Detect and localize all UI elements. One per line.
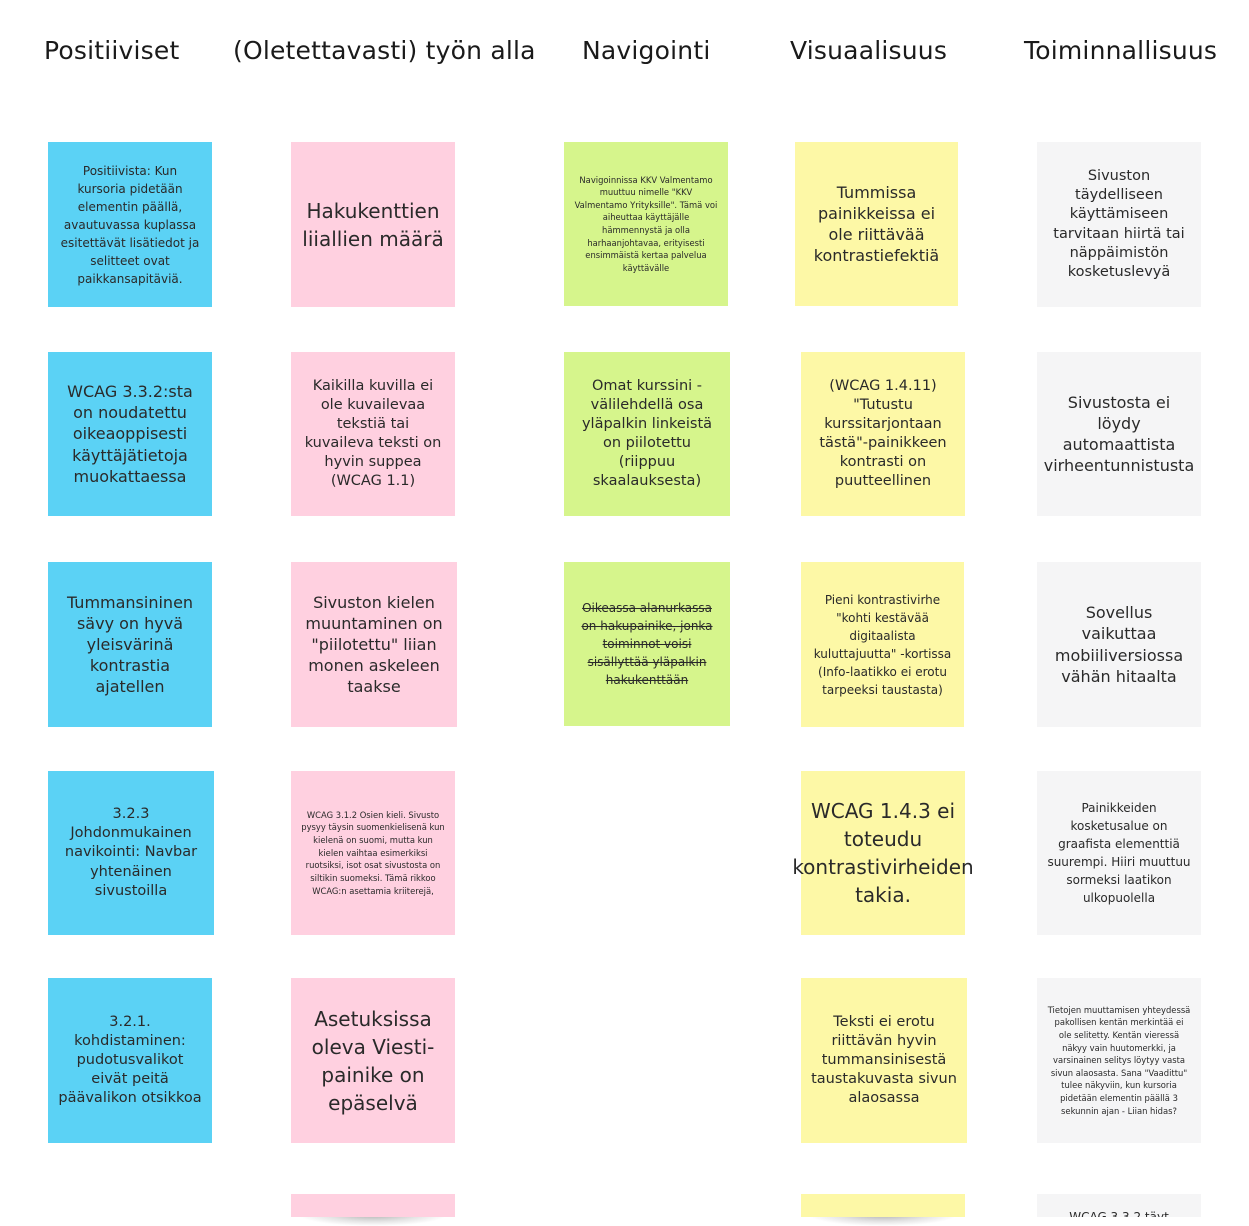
sticky-note-visual[interactable]: Pieni kontrastivirhe "kohti kestävää dig… — [801, 562, 964, 736]
sticky-note-in-progress[interactable]: Sivuston kielen muuntaminen on "piilotet… — [291, 562, 457, 736]
note-text: WCAG 3.3.2 täyt — [1069, 1210, 1169, 1217]
note-text: Asetuksissa oleva Viesti-painike on epäs… — [311, 1006, 435, 1115]
column-header-visual: Visuaalisuus — [790, 36, 948, 65]
sticky-note-in-progress[interactable]: WCAG 3.1.2 Osien kieli. Sivusto pysyy tä… — [291, 771, 455, 944]
sticky-note-positive[interactable]: Tummansininen sävy on hyvä yleisvärinä k… — [48, 562, 212, 736]
note-text: Sivustosta ei löydy automaattista virhee… — [1043, 392, 1195, 476]
column-header-functionality: Toiminnallisuus — [1024, 36, 1218, 65]
note-text: 3.2.1. kohdistaminen: pudotusvalikot eiv… — [58, 1013, 202, 1107]
column-header-navigation: Navigointi — [582, 36, 711, 65]
column-header-positive: Positiiviset — [44, 36, 180, 65]
note-text: Painikkeiden kosketusalue on graafista e… — [1047, 801, 1191, 905]
column-header-in-progress: (Oletettavasti) työn alla — [233, 36, 536, 65]
note-text: Positiivista: Kun kursoria pidetään elem… — [60, 163, 200, 286]
sticky-note-visual[interactable] — [801, 1194, 965, 1226]
note-text: Tummissa painikkeissa ei ole riittävää k… — [813, 182, 940, 266]
note-text: Sivuston täydelliseen käyttämiseen tarvi… — [1053, 168, 1185, 280]
sticky-note-visual[interactable]: (WCAG 1.4.11) "Tutustu kurssitarjontaan … — [801, 352, 965, 525]
sticky-note-navigation[interactable]: Oikeassa alanurkassa on hakupainike, jon… — [564, 562, 730, 735]
sticky-note-in-progress[interactable] — [291, 1194, 455, 1226]
note-text: WCAG 3.1.2 Osien kieli. Sivusto pysyy tä… — [301, 809, 445, 896]
note-text: WCAG 1.4.3 ei toteudu kontrastivirheiden… — [792, 799, 974, 907]
note-text: Sovellus vaikuttaa mobiiliversiossa vähä… — [1054, 603, 1184, 686]
sticky-note-visual[interactable]: Tummissa painikkeissa ei ole riittävää k… — [795, 142, 958, 315]
sticky-note-functionality[interactable]: Sivustosta ei löydy automaattista virhee… — [1037, 352, 1201, 525]
note-text: Tummansininen sävy on hyvä yleisvärinä k… — [66, 592, 194, 697]
note-text: Navigoinnissa KKV Valmentamo muuttuu nim… — [574, 174, 718, 273]
sticky-note-positive[interactable]: 3.2.1. kohdistaminen: pudotusvalikot eiv… — [48, 978, 212, 1152]
note-text: 3.2.3 Johdonmukainen navikointi: Navbar … — [64, 806, 198, 899]
sticky-note-in-progress[interactable]: Kaikilla kuvilla ei ole kuvailevaa tekst… — [291, 352, 455, 525]
note-text: Omat kurssini -välilehdellä osa yläpalki… — [581, 377, 713, 490]
sticky-note-in-progress[interactable]: Hakukenttien liiallien määrä — [291, 142, 455, 316]
note-text: WCAG 3.3.2:sta on noudatettu oikeaoppise… — [67, 382, 193, 486]
note-text: Tietojen muuttamisen yhteydessä pakollis… — [1047, 1004, 1191, 1116]
note-text: Sivuston kielen muuntaminen on "piilotet… — [305, 592, 443, 697]
note-text: Pieni kontrastivirhe "kohti kestävää dig… — [813, 592, 952, 697]
note-text: (WCAG 1.4.11) "Tutustu kurssitarjontaan … — [819, 377, 947, 490]
sticky-note-functionality[interactable]: WCAG 3.3.2 täyt — [1037, 1194, 1201, 1217]
sticky-note-functionality[interactable]: Painikkeiden kosketusalue on graafista e… — [1037, 771, 1201, 944]
note-text: Oikeassa alanurkassa on hakupainike, jon… — [581, 601, 713, 687]
note-text: Kaikilla kuvilla ei ole kuvailevaa tekst… — [304, 377, 442, 490]
sticky-note-positive[interactable]: WCAG 3.3.2:sta on noudatettu oikeaoppise… — [48, 352, 212, 525]
note-text: Hakukenttien liiallien määrä — [302, 198, 444, 251]
sticky-note-navigation[interactable]: Omat kurssini -välilehdellä osa yläpalki… — [564, 352, 730, 525]
sticky-note-functionality[interactable]: Tietojen muuttamisen yhteydessä pakollis… — [1037, 978, 1201, 1152]
sticky-note-visual[interactable]: Teksti ei erotu riittävän hyvin tummansi… — [801, 978, 967, 1152]
sticky-note-positive[interactable]: 3.2.3 Johdonmukainen navikointi: Navbar … — [48, 771, 214, 944]
sticky-note-in-progress[interactable]: Asetuksissa oleva Viesti-painike on epäs… — [291, 978, 455, 1152]
sticky-note-positive[interactable]: Positiivista: Kun kursoria pidetään elem… — [48, 142, 212, 316]
sticky-note-visual[interactable]: WCAG 1.4.3 ei toteudu kontrastivirheiden… — [792, 771, 974, 944]
sticky-note-functionality[interactable]: Sovellus vaikuttaa mobiiliversiossa vähä… — [1037, 562, 1201, 736]
sticky-note-navigation[interactable]: Navigoinnissa KKV Valmentamo muuttuu nim… — [564, 142, 728, 315]
sticky-note-functionality[interactable]: Sivuston täydelliseen käyttämiseen tarvi… — [1037, 142, 1201, 316]
note-text: Teksti ei erotu riittävän hyvin tummansi… — [811, 1013, 957, 1107]
